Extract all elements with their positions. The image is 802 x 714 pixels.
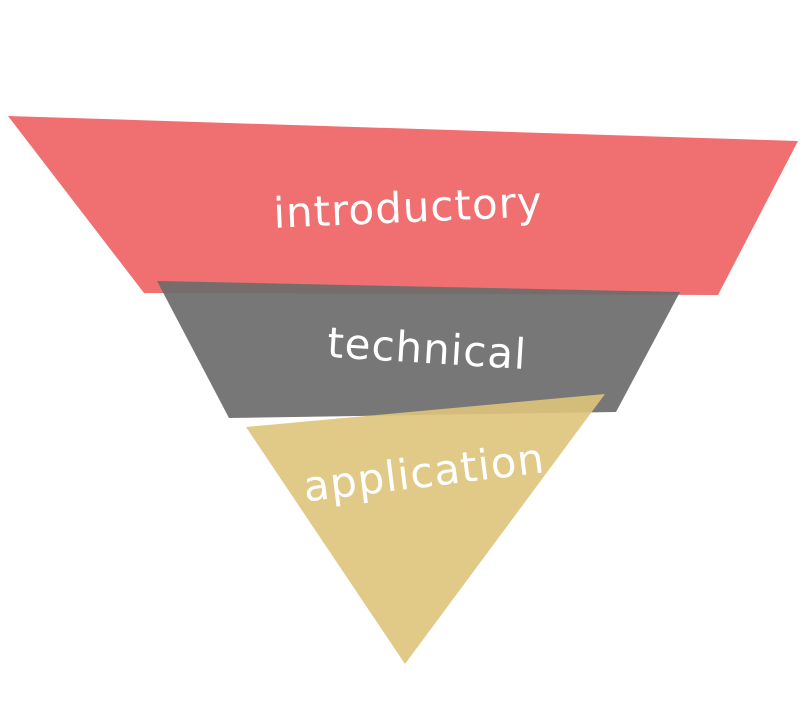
layer-introductory-shape: [8, 116, 798, 295]
layer-technical-label: technical: [326, 318, 528, 379]
layer-application-shape: [246, 394, 605, 664]
layer-introductory-label: introductory: [272, 177, 543, 238]
layer-technical-shape: [157, 281, 680, 418]
